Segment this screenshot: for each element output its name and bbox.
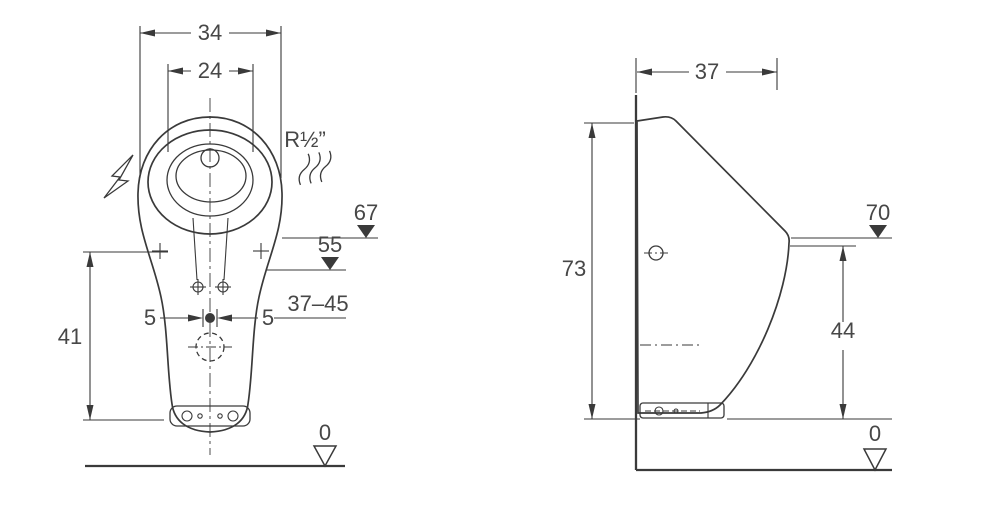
dim-offset-right-label: 5: [262, 305, 274, 330]
dim-outlet-range-label: 37–45: [287, 291, 348, 316]
fixing-marker-left: [152, 243, 168, 259]
mounting-plate-side: [639, 402, 725, 419]
level-triangle-icon: [869, 225, 887, 238]
dim-rim-width-label: 24: [198, 58, 222, 83]
dim-outlet-offset: 5 5: [144, 305, 274, 330]
datum-triangle-icon: [312, 445, 338, 468]
bowl-outlet-line-right: [223, 217, 229, 281]
floor-level-label: 0: [319, 420, 331, 445]
dim-arrow: [188, 314, 203, 322]
dim-rim-height-label: 55: [318, 232, 342, 257]
dim-outlet-range: 37–45: [274, 291, 349, 319]
dim-arrow: [762, 68, 777, 76]
floor-datum-front: 0: [312, 420, 338, 468]
dim-arrow: [238, 67, 253, 75]
level-triangle-icon: [321, 257, 339, 270]
label-inlet-connection: R½”: [284, 127, 326, 152]
dim-depth-label: 37: [695, 59, 719, 84]
level-triangle-icon: [357, 225, 375, 238]
dim-overall-width: 34: [139, 20, 282, 178]
dim-arrow: [839, 404, 847, 419]
dim-inlet-height: 67: [282, 200, 378, 239]
dim-arrow: [266, 29, 281, 37]
bowl-basin: [175, 149, 247, 203]
dim-arrow: [86, 405, 94, 420]
drill-marker-right: [215, 279, 231, 295]
front-view: 34 24 R½” 67: [58, 20, 378, 468]
bowl-outlet-line-left: [192, 217, 198, 281]
lightning-icon: [103, 154, 134, 199]
dim-arrow: [140, 29, 155, 37]
dim-rim-front-height: 70: [791, 200, 892, 239]
dim-rim-front-height-label: 70: [866, 200, 890, 225]
dim-overall-height-label: 73: [562, 256, 586, 281]
dim-arrow: [588, 404, 596, 419]
dim-fixing-height-label: 41: [58, 324, 82, 349]
side-view: 37 73 70 44 0: [562, 58, 892, 472]
fixing-marker-right: [253, 243, 269, 259]
dim-arrow: [637, 68, 652, 76]
water-seal-icon: [298, 150, 332, 186]
dim-arrow: [168, 67, 183, 75]
dim-arrow: [86, 252, 94, 267]
dim-rim-height: 55: [266, 232, 346, 271]
drill-marker-left: [190, 279, 206, 295]
dim-arrow: [588, 123, 596, 138]
dim-depth: 37: [635, 58, 778, 93]
floor-datum-side: 0: [862, 421, 888, 472]
dim-arrow: [839, 246, 847, 261]
dim-inlet-height-label: 67: [354, 200, 378, 225]
datum-triangle-icon: [862, 448, 888, 472]
floor-level-label: 0: [869, 421, 881, 446]
dim-arrow: [217, 314, 232, 322]
dim-overall-width-label: 34: [198, 20, 222, 45]
dim-offset-left-label: 5: [144, 305, 156, 330]
dim-overall-height: 73: [562, 122, 640, 420]
dim-front-edge-height: 44: [727, 245, 892, 420]
dim-rim-width: 24: [167, 58, 254, 152]
urinal-profile-outline: [636, 115, 791, 414]
dim-front-edge-height-label: 44: [831, 318, 855, 343]
dim-fixing-height: 41: [58, 251, 168, 421]
